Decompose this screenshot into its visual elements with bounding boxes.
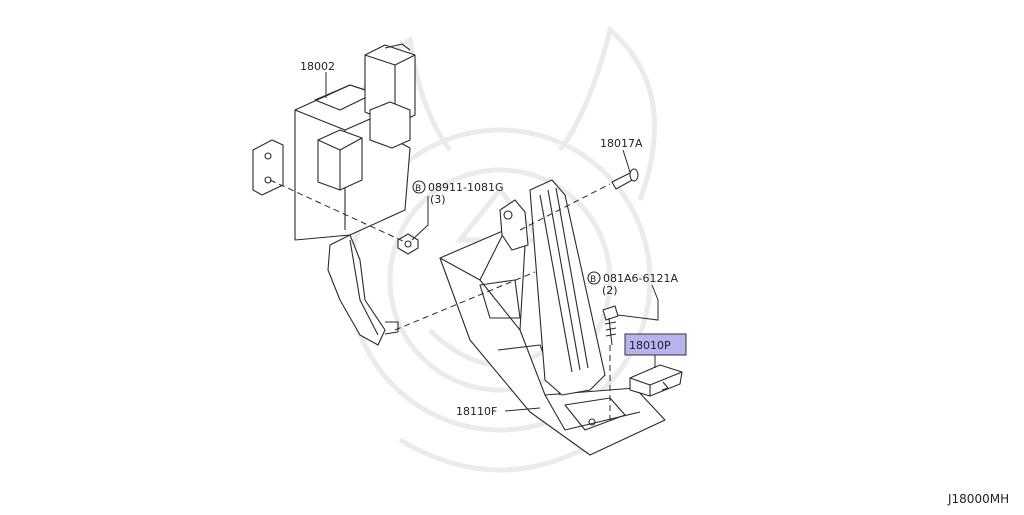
bolt1-qty: (3) (430, 193, 446, 206)
label-081A6-6121A: 081A6-6121A (603, 272, 678, 285)
bolt-18017A[interactable] (611, 168, 639, 190)
callout-bolt-08911[interactable]: B 08911-1081G (3) (412, 180, 503, 206)
bolt-symbol-circle (587, 271, 601, 285)
bolt1-symbol: B (415, 184, 421, 194)
mounting-lines (269, 179, 611, 420)
label-18110F[interactable]: 18110F (456, 405, 497, 418)
sensor-18010P[interactable] (629, 364, 683, 397)
callout-18010P-highlight[interactable]: 18010P (624, 333, 687, 356)
bolt-symbol-circle (412, 180, 426, 194)
highlight-box (624, 333, 687, 356)
callout-bolt-081A6[interactable]: B 081A6-6121A (2) (587, 271, 678, 297)
bolt-081A6-6121A[interactable] (602, 305, 619, 346)
label-08911-1081G: 08911-1081G (428, 181, 503, 194)
label-18002[interactable]: 18002 (300, 60, 335, 73)
bolt2-qty: (2) (602, 284, 618, 297)
pedal-assembly-18110F[interactable] (439, 179, 666, 456)
label-18017A[interactable]: 18017A (600, 137, 643, 150)
diagram-id: J18000MH (947, 492, 1009, 506)
label-18010P: 18010P (629, 339, 671, 352)
bolt2-symbol: B (590, 275, 596, 285)
control-unit-18002[interactable] (252, 43, 416, 346)
callout-labels: 18002 18017A B 08911-1081G (3) B 081A6-6… (300, 60, 1009, 506)
leader-lines (325, 72, 659, 412)
